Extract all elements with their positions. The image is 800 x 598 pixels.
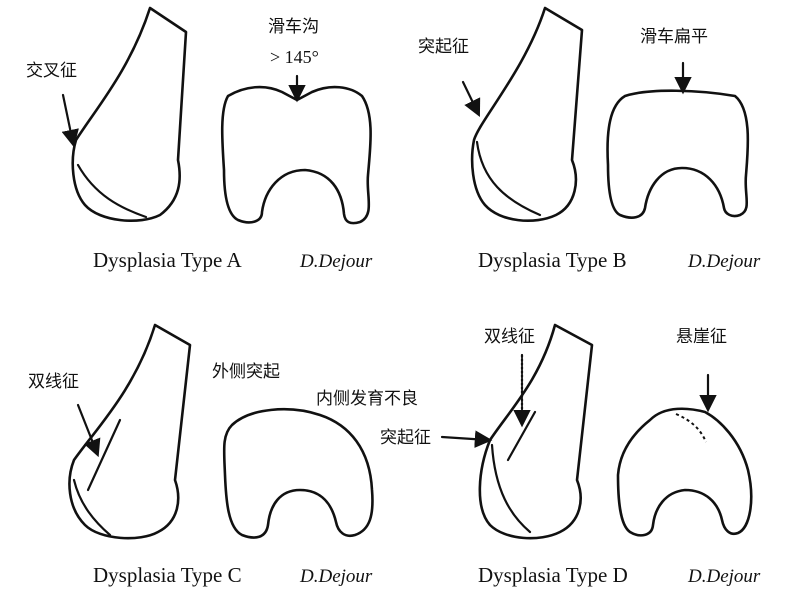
arrow-double-line [76,403,101,458]
femur-lateral-view [478,323,594,540]
signature: D.Dejour [299,251,373,272]
femur-lateral-view [71,6,188,222]
label-spur-sign: 突起征 [418,37,469,57]
signature: D.Dejour [687,251,761,272]
panel-type-a: 交叉征 滑车沟 > 145° Dysplasia Type A D.Dejour [26,6,373,272]
double-line-2 [72,478,112,537]
femur-lateral-view [470,6,584,222]
trochlea-axial-view [222,408,374,539]
spur-line [490,443,532,534]
panel-type-c: 双线征 外侧突起 内侧发育不良 Dysplasia Type C D.Dejou… [28,323,418,587]
signature: D.Dejour [299,566,373,587]
crossing-line [76,163,148,219]
caption: Dysplasia Type A [93,248,242,272]
trochlea-axial-view [616,407,753,537]
label-medial-hypoplasia: 内侧发育不良 [316,389,418,409]
label-crossing-sign: 交叉征 [26,61,77,81]
arrow-crossing [61,93,79,148]
label-double-line-sign: 双线征 [28,372,79,392]
label-spur-sign: 突起征 [380,428,431,448]
spur-line [475,140,542,217]
caption: Dysplasia Type B [478,248,627,272]
arrow-spur [440,430,493,448]
trochlea-axial-view [220,85,372,225]
double-line-1 [86,418,122,492]
trochlea-axial-view [606,89,750,219]
label-double-line-sign: 双线征 [484,327,535,347]
label-groove-angle: > 145° [270,47,319,67]
femur-lateral-view [68,323,192,540]
caption: Dysplasia Type D [478,563,628,587]
signature: D.Dejour [687,566,761,587]
panel-type-b: 突起征 滑车扁平 Dysplasia Type B D.Dejour [418,6,761,272]
panel-type-d: 双线征 突起征 悬崖征 Dysplasia Type D D.Dejour [380,323,761,587]
label-lateral-prominence: 外侧突起 [212,362,280,382]
arrow-spur [461,80,481,117]
label-flat-trochlea: 滑车扁平 [640,27,708,47]
caption: Dysplasia Type C [93,563,242,587]
label-cliff-sign: 悬崖征 [676,327,727,347]
label-trochlear-groove: 滑车沟 [268,17,319,37]
cliff-dashes [675,413,707,443]
